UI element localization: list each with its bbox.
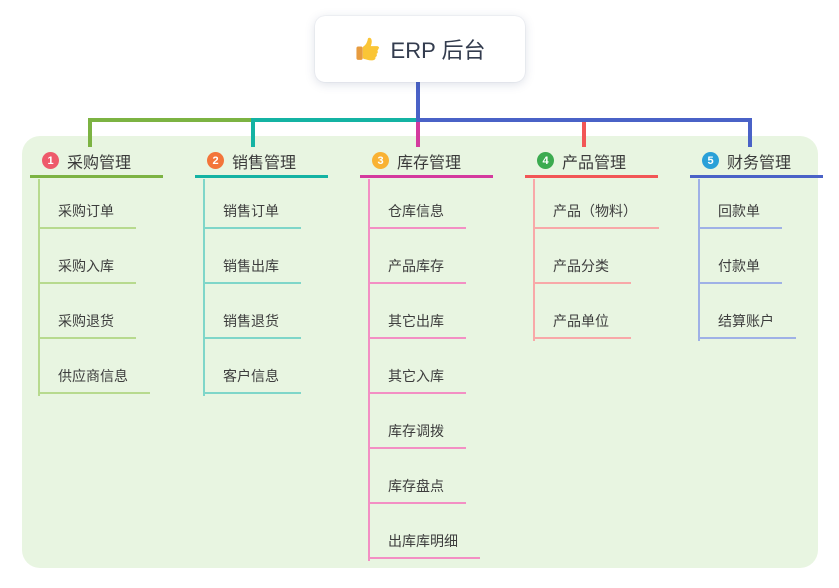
child-label: 产品分类 xyxy=(553,258,609,274)
branch-number-badge: 4 xyxy=(537,152,554,169)
child-label: 产品库存 xyxy=(388,258,444,274)
child-node[interactable]: 客户信息 xyxy=(203,358,301,394)
branch-connector-drop xyxy=(582,118,586,147)
branch-label: 采购管理 xyxy=(67,154,132,172)
branch-trunk-line xyxy=(533,179,535,341)
child-node[interactable]: 产品（物料） xyxy=(533,193,659,229)
child-node[interactable]: 其它出库 xyxy=(368,303,466,339)
child-node[interactable]: 产品单位 xyxy=(533,303,631,339)
branch-number-badge: 1 xyxy=(42,152,59,169)
child-node[interactable]: 产品库存 xyxy=(368,248,466,284)
child-label: 其它入库 xyxy=(388,368,444,384)
child-label: 回款单 xyxy=(718,203,760,219)
child-label: 供应商信息 xyxy=(58,368,128,384)
branch-connector-drop xyxy=(748,118,752,147)
branch-label: 销售管理 xyxy=(232,154,297,172)
child-node[interactable]: 销售出库 xyxy=(203,248,301,284)
branch-connector-drop xyxy=(251,118,255,147)
branch-trunk-line xyxy=(368,179,370,561)
child-label: 结算账户 xyxy=(718,313,774,329)
branch-label: 产品管理 xyxy=(562,154,627,172)
branch-number-badge: 3 xyxy=(372,152,389,169)
child-label: 出库库明细 xyxy=(388,533,458,549)
child-label: 库存盘点 xyxy=(388,478,444,494)
child-label: 销售退货 xyxy=(223,313,279,329)
child-label: 采购入库 xyxy=(58,258,114,274)
branch-label: 财务管理 xyxy=(727,154,792,172)
child-node[interactable]: 库存调拨 xyxy=(368,413,466,449)
child-node[interactable]: 供应商信息 xyxy=(38,358,150,394)
branch-connector-horizontal xyxy=(416,118,752,122)
child-node[interactable]: 销售订单 xyxy=(203,193,301,229)
child-node[interactable]: 回款单 xyxy=(698,193,782,229)
child-label: 库存调拨 xyxy=(388,423,444,439)
branch-connector-drop xyxy=(88,118,92,147)
child-label: 销售出库 xyxy=(223,258,279,274)
child-node[interactable]: 采购订单 xyxy=(38,193,136,229)
branch-number-badge: 5 xyxy=(702,152,719,169)
branch-label: 库存管理 xyxy=(397,154,462,172)
child-label: 其它出库 xyxy=(388,313,444,329)
child-node[interactable]: 采购入库 xyxy=(38,248,136,284)
branch-node[interactable]: 2 销售管理 xyxy=(195,146,328,178)
branch-node[interactable]: 1 采购管理 xyxy=(30,146,163,178)
branch-number-badge: 2 xyxy=(207,152,224,169)
child-label: 采购订单 xyxy=(58,203,114,219)
root-stem-line xyxy=(416,82,420,120)
root-node[interactable]: ERP 后台 xyxy=(315,16,525,82)
child-label: 销售订单 xyxy=(223,203,279,219)
child-label: 仓库信息 xyxy=(388,203,444,219)
child-label: 产品单位 xyxy=(553,313,609,329)
child-label: 产品（物料） xyxy=(553,203,637,219)
branch-trunk-line xyxy=(698,179,700,341)
child-node[interactable]: 库存盘点 xyxy=(368,468,466,504)
child-node[interactable]: 出库库明细 xyxy=(368,523,480,559)
branch-trunk-line xyxy=(203,179,205,396)
child-node[interactable]: 仓库信息 xyxy=(368,193,466,229)
thumbs-up-icon xyxy=(355,36,381,62)
root-label: ERP 后台 xyxy=(390,38,486,63)
child-label: 付款单 xyxy=(718,258,760,274)
child-node[interactable]: 销售退货 xyxy=(203,303,301,339)
branch-node[interactable]: 3 库存管理 xyxy=(360,146,493,178)
child-node[interactable]: 采购退货 xyxy=(38,303,136,339)
branches-panel xyxy=(22,136,818,568)
branch-node[interactable]: 4 产品管理 xyxy=(525,146,658,178)
child-node[interactable]: 结算账户 xyxy=(698,303,796,339)
branch-connector-horizontal xyxy=(251,118,420,122)
child-node[interactable]: 其它入库 xyxy=(368,358,466,394)
branch-connector-drop xyxy=(416,118,420,147)
branch-node[interactable]: 5 财务管理 xyxy=(690,146,823,178)
branch-trunk-line xyxy=(38,179,40,396)
child-node[interactable]: 产品分类 xyxy=(533,248,631,284)
child-label: 客户信息 xyxy=(223,368,279,384)
child-node[interactable]: 付款单 xyxy=(698,248,782,284)
child-label: 采购退货 xyxy=(58,313,114,329)
